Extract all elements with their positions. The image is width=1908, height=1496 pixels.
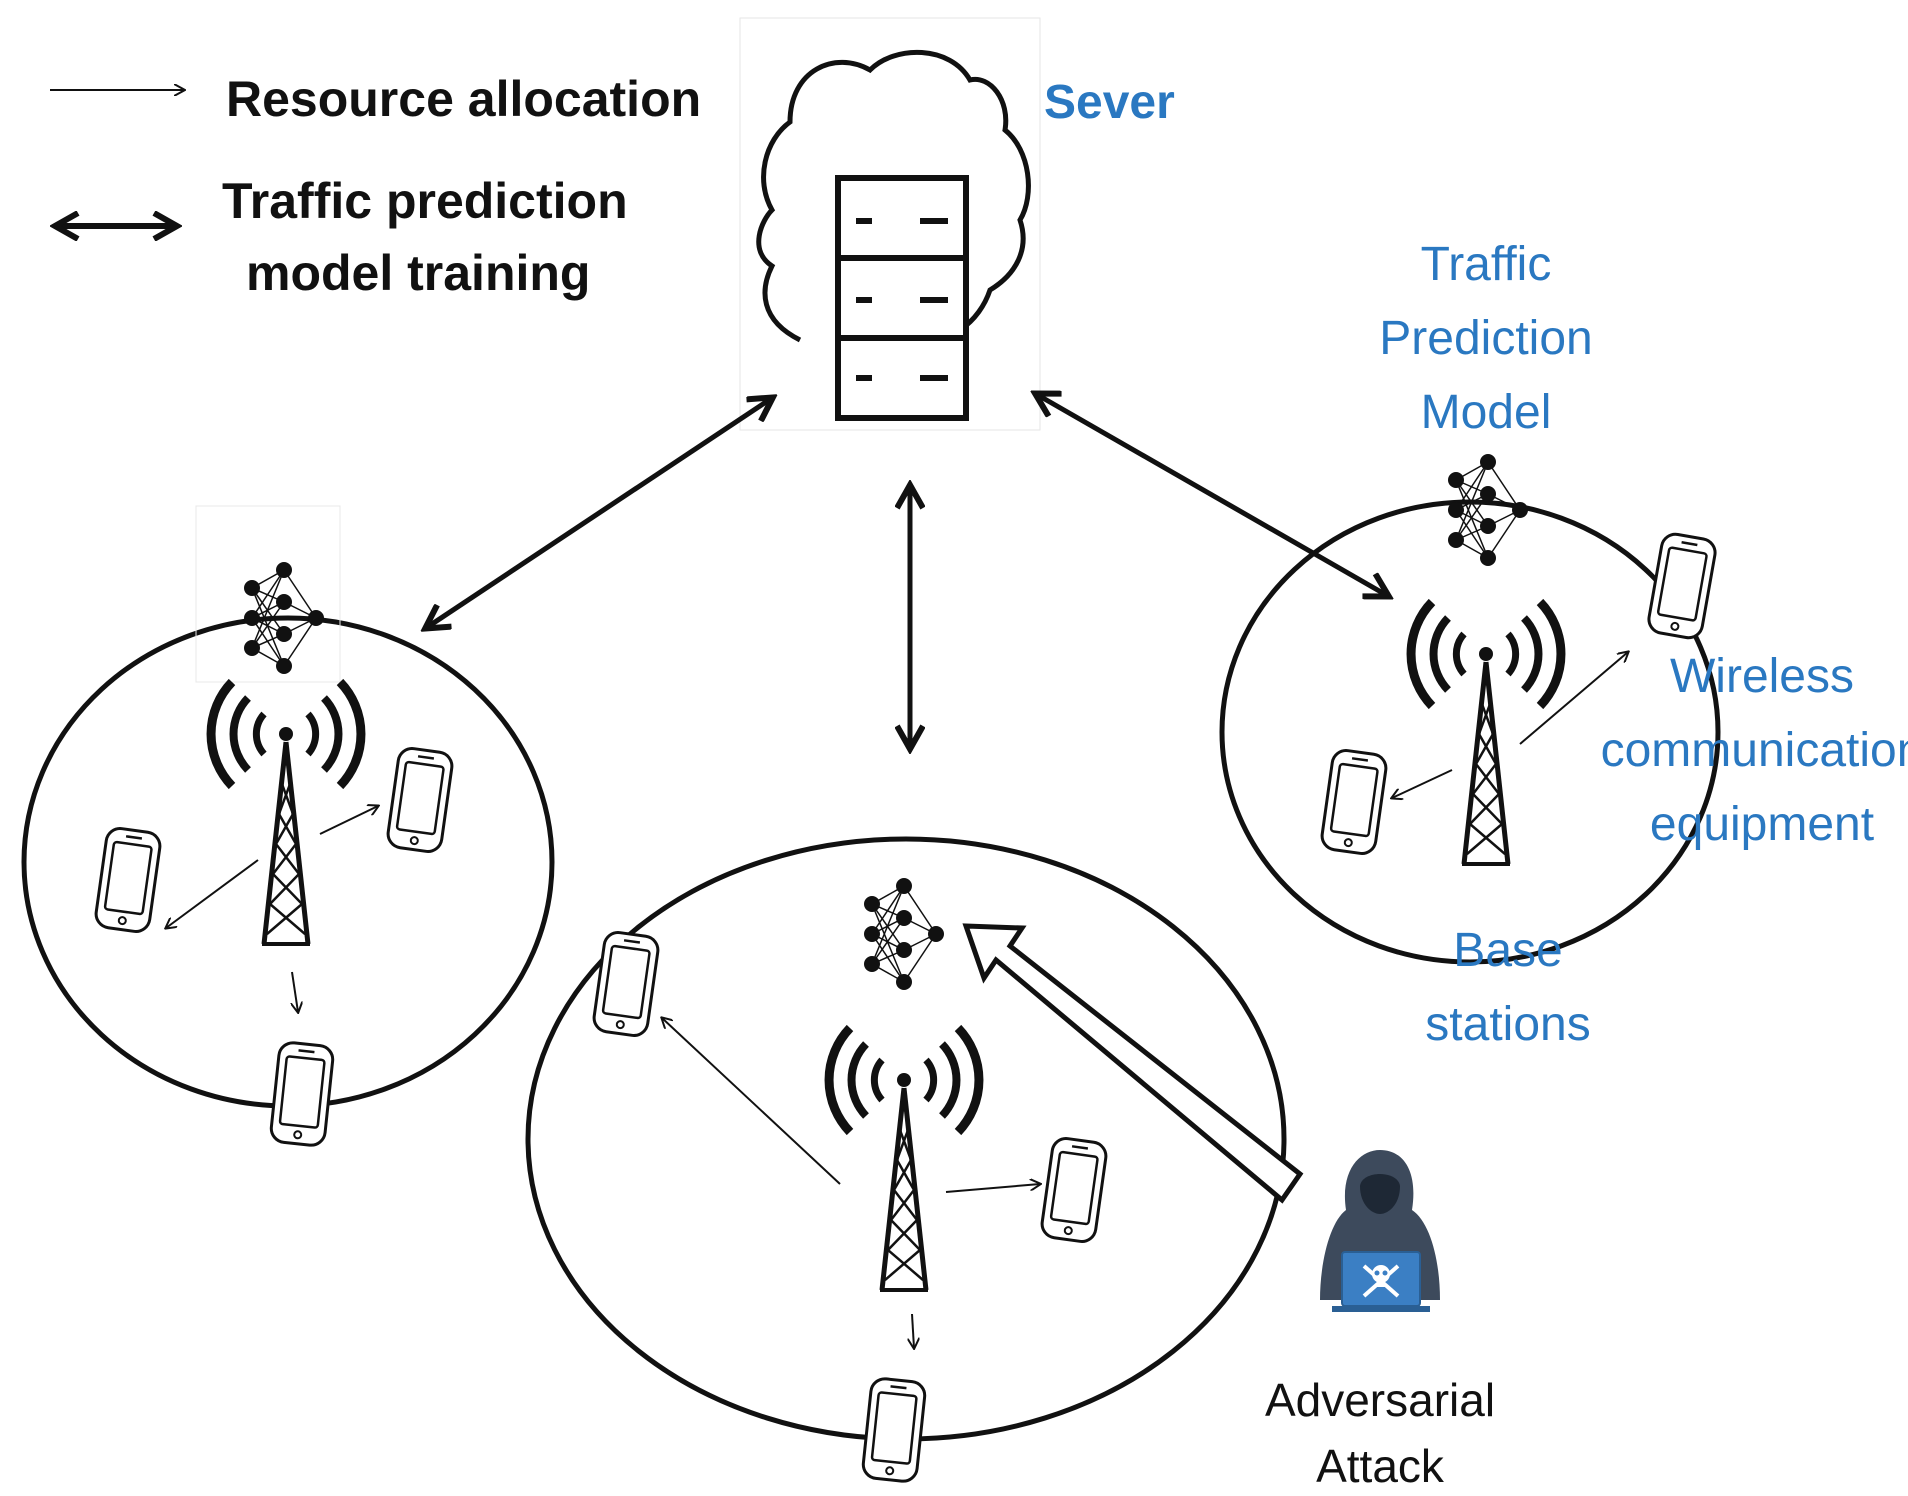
base-stations-label-2: stations	[1425, 998, 1590, 1051]
cell-tower-icon	[829, 1028, 979, 1290]
base-station-cell-right	[1219, 453, 1721, 965]
smartphone-icon	[1645, 530, 1719, 642]
smartphone-icon	[1318, 747, 1390, 857]
resource-arrow	[662, 1018, 841, 1185]
server-label: Sever	[1044, 76, 1175, 129]
resource-arrow	[166, 859, 259, 928]
traffic-model-label-3: Model	[1421, 386, 1552, 439]
training-arrow-right	[1036, 394, 1388, 596]
cell-tower-icon	[211, 682, 361, 944]
resource-arrow	[1519, 652, 1628, 745]
training-arrow-left	[426, 398, 772, 628]
adversarial-attack-label-2: Attack	[1316, 1440, 1445, 1492]
adversarial-attack-label-1: Adversarial	[1265, 1374, 1495, 1426]
smartphone-icon	[384, 745, 456, 855]
wireless-equipment-label-2: communication	[1601, 724, 1908, 777]
base-station-cell-left	[21, 505, 555, 1149]
smartphone-icon	[860, 1375, 928, 1485]
legend-resource-allocation-label: Resource allocation	[226, 71, 701, 127]
resource-arrow	[945, 1184, 1040, 1193]
legend: Resource allocation Traffic prediction m…	[50, 71, 701, 301]
hacker-icon	[1320, 1150, 1440, 1312]
cell-tower-icon	[1411, 602, 1561, 864]
neural-network-icon	[1447, 453, 1529, 567]
traffic-model-label-1: Traffic	[1421, 238, 1552, 291]
wireless-equipment-label-1: Wireless	[1670, 650, 1854, 703]
smartphone-icon	[268, 1039, 336, 1149]
cloud-server-icon	[739, 17, 1041, 431]
resource-arrow	[292, 971, 298, 1012]
neural-network-icon	[863, 877, 945, 991]
resource-arrow	[319, 806, 378, 835]
resource-arrow	[912, 1313, 914, 1348]
smartphone-icon	[590, 929, 662, 1039]
attack-arrow	[962, 923, 1304, 1204]
resource-arrow	[1392, 769, 1453, 798]
legend-training-label-2: model training	[246, 245, 590, 301]
traffic-model-label-2: Prediction	[1379, 312, 1592, 365]
wireless-equipment-label-3: equipment	[1650, 798, 1874, 851]
base-station-cell-bottom	[525, 836, 1287, 1485]
legend-training-label-1: Traffic prediction	[222, 173, 628, 229]
smartphone-icon	[1038, 1135, 1110, 1245]
base-stations-label-1: Base	[1453, 924, 1562, 977]
smartphone-icon	[92, 825, 164, 935]
